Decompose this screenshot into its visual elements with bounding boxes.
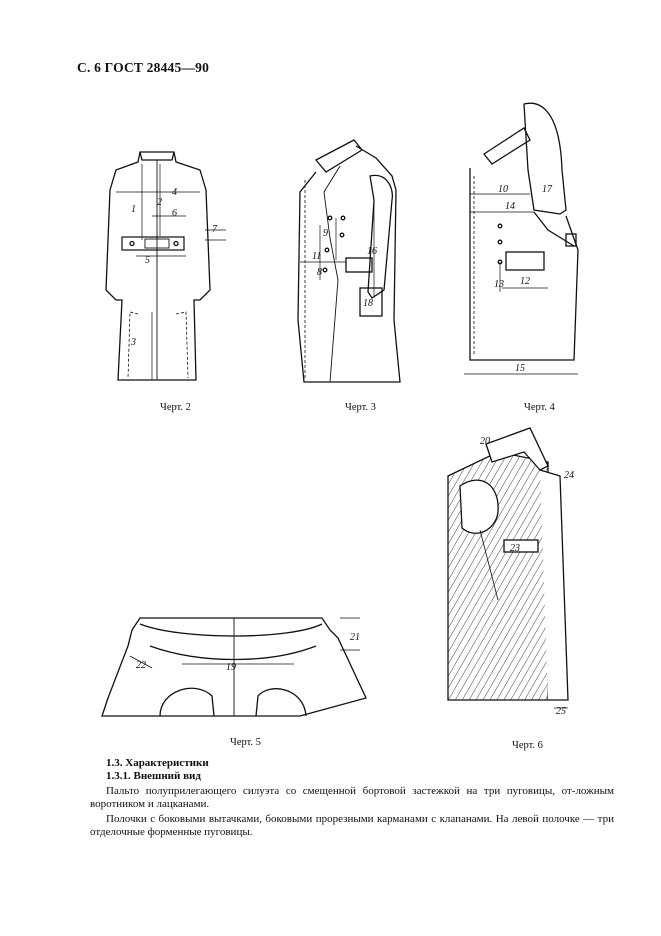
subsection-number: 1.3.1.	[106, 770, 131, 782]
dim-label: 12	[520, 276, 530, 287]
dim-label: 4	[172, 187, 177, 198]
dim-label: 13	[494, 279, 504, 290]
paragraph-2: Полочки с боковыми вытачками, боковыми п…	[90, 813, 614, 839]
section-number: 1.3.	[106, 757, 123, 769]
dim-label: 10	[498, 184, 508, 195]
dim-label: 20	[480, 436, 490, 447]
dim-label: 2	[157, 197, 162, 208]
figure-5-caption: Черт. 5	[230, 737, 261, 748]
dim-label: 22	[136, 660, 146, 671]
section-heading: 1.3. Характеристики	[106, 757, 614, 770]
figure-6-coat-inside	[447, 427, 569, 709]
dim-label: 25	[556, 706, 566, 717]
paragraph-1: Пальто полуприлегающего силуэта со смеще…	[90, 785, 614, 811]
figure-6-caption: Черт. 6	[512, 740, 543, 751]
dim-label: 16	[367, 246, 377, 257]
dim-label: 21	[350, 632, 360, 643]
figure-2-caption: Черт. 2	[160, 402, 191, 413]
figure-2-coat-back	[105, 151, 211, 381]
figure-3-caption: Черт. 3	[345, 402, 376, 413]
dim-label: 24	[564, 470, 574, 481]
page-header: С. 6 ГОСТ 28445—90	[77, 60, 210, 75]
figure-4-caption: Черт. 4	[524, 402, 555, 413]
dim-label: 14	[505, 201, 515, 212]
dim-label: 9	[323, 228, 328, 239]
figure-3-coat-front	[297, 139, 401, 383]
dim-label: 23	[510, 543, 520, 554]
dim-label: 6	[172, 208, 177, 219]
dim-label: 17	[542, 184, 553, 195]
dim-label: 7	[212, 224, 218, 235]
figure-5-collar	[101, 617, 367, 717]
dim-label: 15	[515, 363, 525, 374]
figure-3-dimensions	[300, 200, 375, 296]
section-title: Характеристики	[125, 757, 209, 769]
dim-label: 8	[317, 267, 322, 278]
dim-label: 11	[312, 251, 321, 262]
dim-label: 18	[363, 298, 373, 309]
dim-label: 19	[226, 662, 236, 673]
figure-4-coat-side	[469, 102, 579, 361]
dim-label: 1	[131, 204, 136, 215]
figure-4-dimensions	[464, 193, 578, 375]
figure-2-dimensions	[116, 164, 226, 380]
dim-label: 3	[130, 337, 136, 348]
dim-label: 5	[145, 255, 150, 266]
subsection-title: Внешний вид	[133, 770, 201, 782]
subsection-heading: 1.3.1. Внешний вид	[106, 770, 614, 783]
